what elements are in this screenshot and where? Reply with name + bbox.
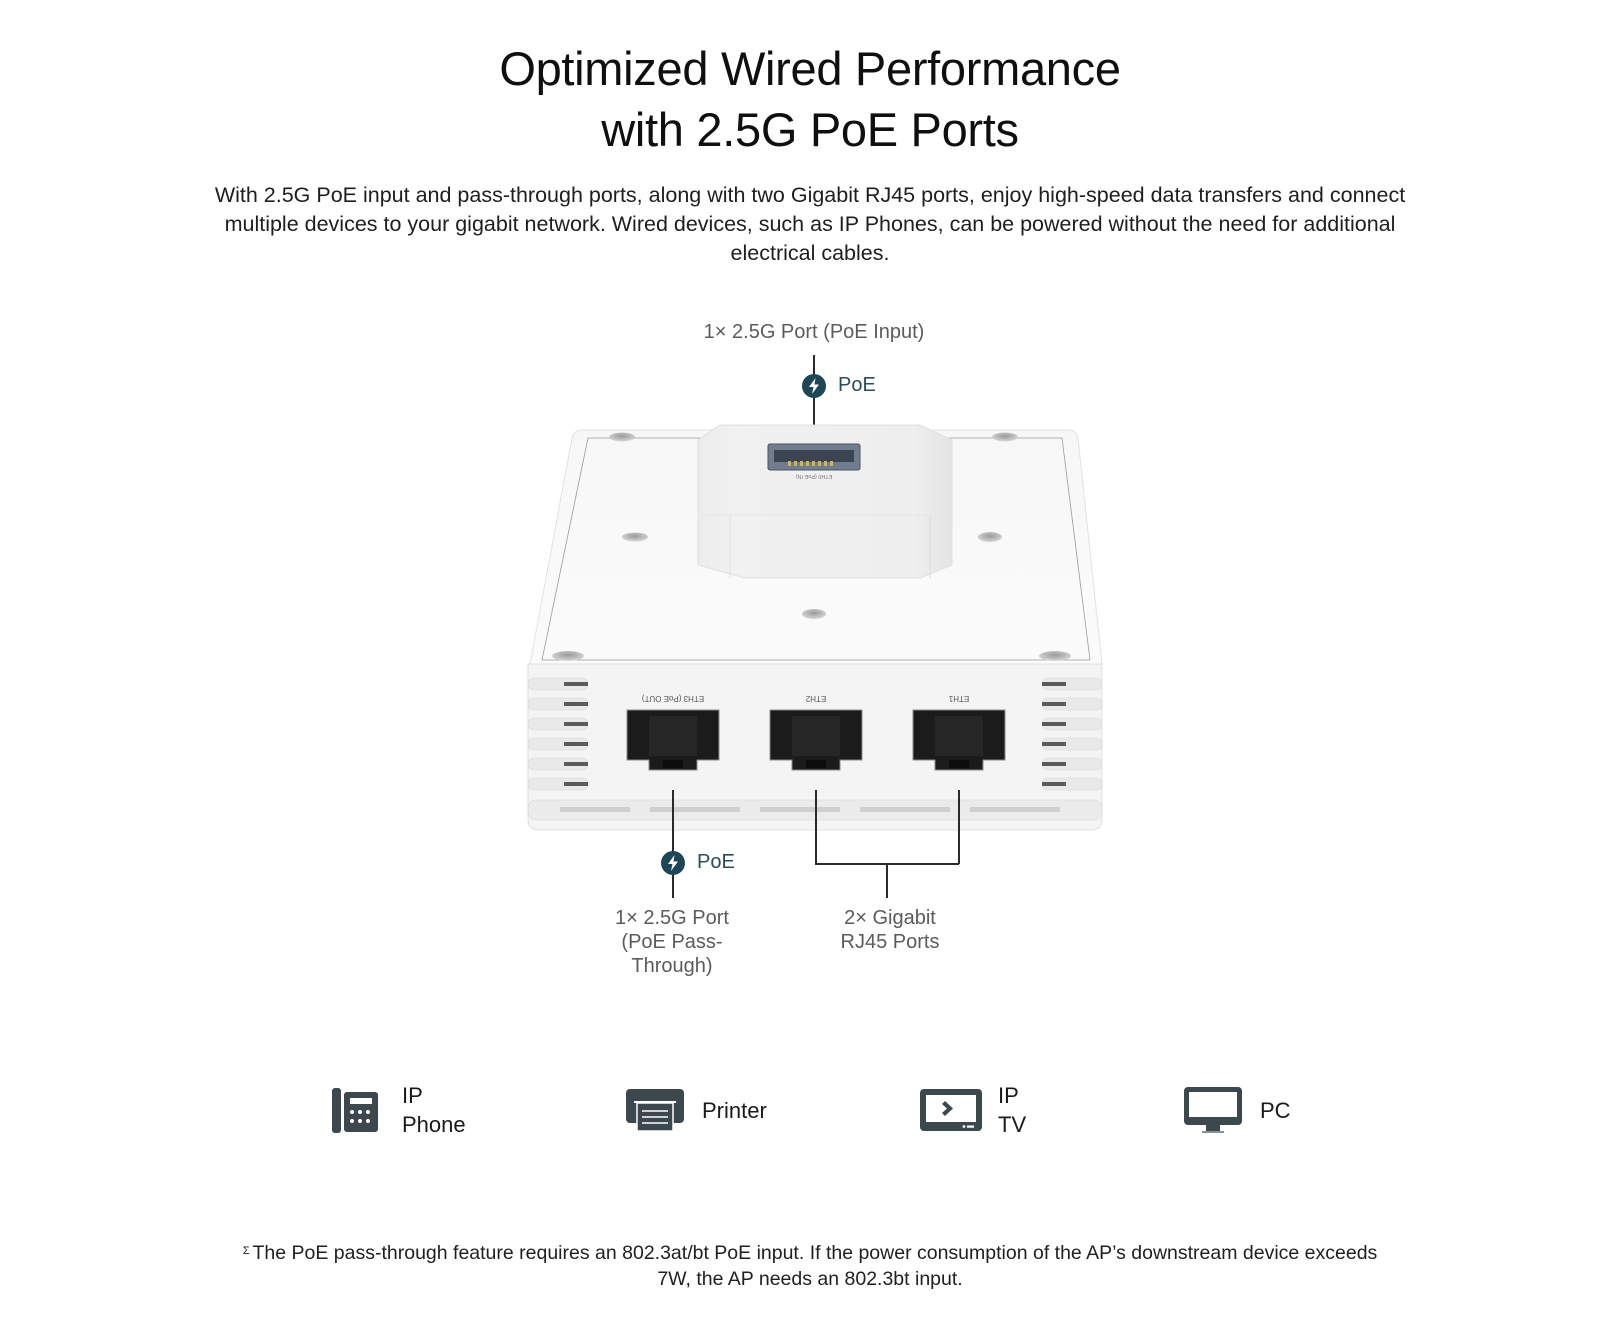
access-point-device-image: ETH0 (PoE IN) [520, 420, 1110, 840]
device-label: PC [1260, 1097, 1291, 1123]
eth0-silkscreen: ETH0 (PoE IN) [796, 473, 833, 479]
poe-lightning-icon-bottom [661, 851, 685, 875]
device-ip-phone: IP Phone [322, 1070, 466, 1150]
gigabit-ports-label: 2× Gigabit RJ45 Ports [840, 907, 940, 953]
device-pc: PC [1180, 1070, 1291, 1150]
ip-tv-icon [918, 1082, 984, 1138]
eth1-silkscreen: ETH1 [948, 694, 969, 703]
callout-line-top [813, 355, 815, 445]
callout-line-passthrough [672, 790, 674, 898]
poe-lightning-icon [802, 374, 826, 398]
poe-input-port-label: 1× 2.5G Port (PoE Input) [703, 321, 925, 343]
device-label: IP TV [998, 1083, 1027, 1137]
device-label: Printer [702, 1097, 767, 1123]
device-label: IP Phone [402, 1083, 466, 1137]
pc-monitor-icon [1180, 1082, 1246, 1138]
device-ip-tv: IP TV [918, 1070, 1026, 1150]
description: With 2.5G PoE input and pass-through por… [214, 183, 1406, 265]
eth3-silkscreen: ETH3 (PoE OUT) [642, 694, 705, 703]
powered-devices-row: IP Phone Printer [0, 1070, 1620, 1150]
eth2-silkscreen: ETH2 [805, 694, 826, 703]
callout-line-eth2 [815, 790, 817, 864]
title-line-2: with 2.5G PoE Ports [601, 103, 1019, 156]
passthrough-port-label: 1× 2.5G Port (PoE Pass- Through) [615, 907, 729, 977]
title-line-1: Optimized Wired Performance [499, 42, 1121, 95]
front-ports [626, 709, 1006, 771]
callout-line-eth1 [958, 790, 960, 864]
ip-phone-icon [322, 1082, 388, 1138]
poe-badge-bottom: PoE [697, 851, 735, 873]
device-printer: Printer [622, 1070, 767, 1150]
callout-line-gigabit [886, 863, 888, 898]
footnote-text-2: 7W, the AP needs an 802.3bt input. [657, 1268, 963, 1290]
page-title: Optimized Wired Performance with 2.5G Po… [0, 38, 1620, 160]
footnote-marker: Σ [242, 1245, 250, 1257]
footnote-text-1: The PoE pass-through feature requires an… [252, 1242, 1378, 1264]
printer-icon [622, 1082, 688, 1138]
poe-badge-top: PoE [838, 374, 876, 396]
